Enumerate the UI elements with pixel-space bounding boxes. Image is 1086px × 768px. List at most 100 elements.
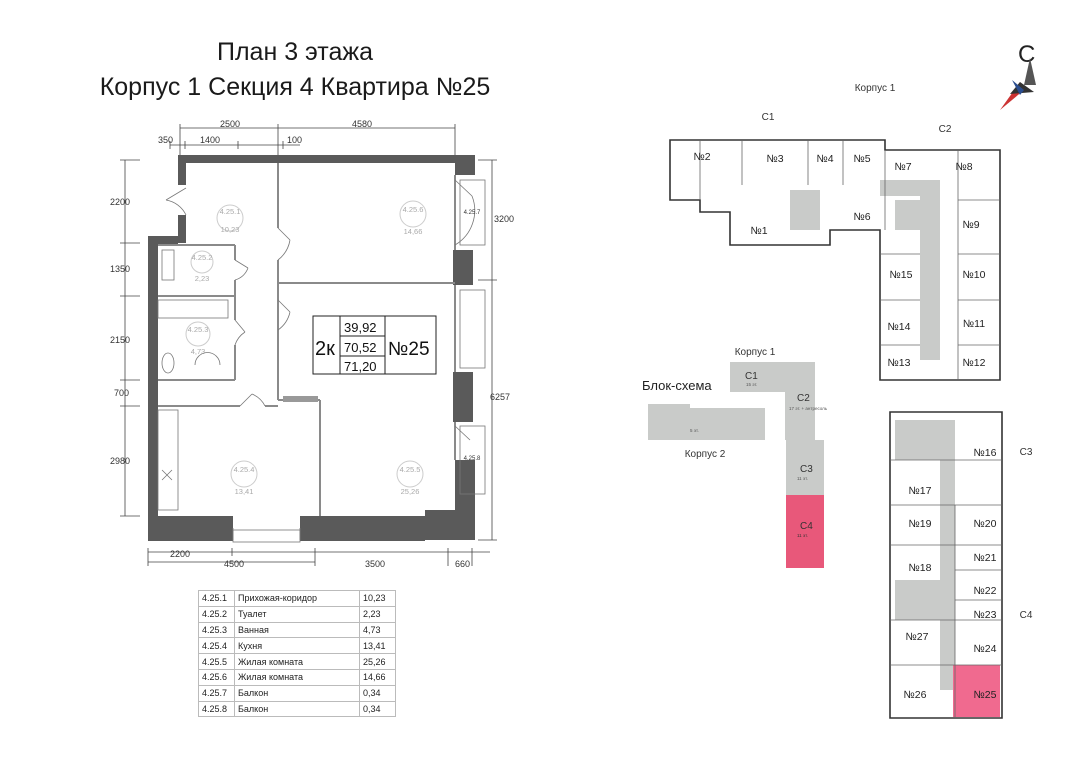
apt-number: №16 <box>974 447 997 459</box>
badge-full-area: 71,20 <box>344 359 377 374</box>
overview-corridor <box>940 420 955 690</box>
badge-total-area: 70,52 <box>344 340 377 355</box>
dim-label: 100 <box>287 135 302 145</box>
overview-corridor <box>880 180 940 196</box>
block-korpus2 <box>648 404 765 440</box>
dimension-lines <box>120 124 497 566</box>
room-tag-4-25-3: 4.25.34,73 <box>185 321 211 356</box>
legend-code: 4.25.3 <box>198 621 235 639</box>
legend-area: 0,34 <box>359 700 396 718</box>
dim-label: 2500 <box>220 119 240 129</box>
legend-name: Балкон <box>234 684 360 702</box>
compass-icon: С <box>1000 41 1036 110</box>
block-scheme: Корпус 1 Блок-схема Корпус 2 C1 15 эт. C… <box>642 347 828 568</box>
room-tag-4-25-4: 4.25.413,41 <box>230 460 258 496</box>
apt-number: №25 <box>974 689 997 701</box>
bathtub <box>157 299 229 319</box>
scheme-c2-label: C2 <box>797 393 810 404</box>
legend-area: 4,73 <box>359 621 396 639</box>
legend-code: 4.25.4 <box>198 637 235 655</box>
walls <box>148 155 475 541</box>
doors <box>165 179 486 543</box>
fixtures <box>157 249 229 511</box>
room-tag-4-25-7: 4.25.7 <box>464 210 481 216</box>
room-tag-4-25-5: 4.25.525,26 <box>396 460 424 496</box>
plan-title: План 3 этажа <box>217 38 373 66</box>
apt-number: №21 <box>974 552 997 564</box>
apt-number: №6 <box>853 211 870 223</box>
overview-section-c2: C2 <box>939 124 952 135</box>
scheme-korpus2: Корпус 2 <box>685 449 726 460</box>
dim-label: 3200 <box>494 214 514 224</box>
apt-number: №24 <box>974 643 997 655</box>
scheme-c3-label: C3 <box>800 464 813 475</box>
legend-area: 10,23 <box>359 590 396 607</box>
svg-text:10,23: 10,23 <box>221 225 240 234</box>
apt-number: №13 <box>888 357 911 369</box>
legend-area: 13,41 <box>359 637 396 655</box>
threshold <box>283 396 318 402</box>
scheme-title: Блок-схема <box>642 378 712 393</box>
scheme-c1-label: C1 <box>745 371 758 382</box>
legend-area: 2,23 <box>359 605 396 623</box>
partitions <box>158 163 456 516</box>
scheme-c4-floors: 11 эт. <box>797 533 808 538</box>
svg-text:С: С <box>1018 41 1035 68</box>
apt-number: №10 <box>963 269 986 281</box>
svg-text:4.25.7: 4.25.7 <box>464 210 481 216</box>
legend-name: Жилая комната <box>234 653 360 670</box>
apt-number: №22 <box>974 585 997 597</box>
dim-label: 4500 <box>224 559 244 569</box>
overview-stair <box>790 190 820 230</box>
overview-stair <box>895 420 945 460</box>
legend-name: Туалет <box>234 605 360 623</box>
apt-number: №19 <box>909 518 932 530</box>
block-c1 <box>730 362 785 392</box>
legend-code: 4.25.8 <box>198 700 235 718</box>
svg-text:4.25.6: 4.25.6 <box>403 205 424 214</box>
toilet-fixture <box>161 249 175 281</box>
badge-living-area: 39,92 <box>344 320 377 335</box>
legend-name: Жилая комната <box>234 668 360 686</box>
legend-code: 4.25.2 <box>198 605 235 623</box>
room-tag-4-25-2: 4.25.2 2,23 <box>190 250 214 283</box>
apt-number: №27 <box>906 631 929 643</box>
apartment-badge: 2к 39,92 70,52 71,20 №25 <box>312 315 437 375</box>
block-c3 <box>786 440 824 495</box>
dim-label: 1400 <box>200 135 220 145</box>
apt-number: №8 <box>955 161 972 173</box>
block-c2 <box>785 362 815 440</box>
room-tags: 4.25.110,23 4.25.2 2,23 4.25.34,73 4.25.4… <box>185 200 481 496</box>
svg-text:4,73: 4,73 <box>191 347 206 356</box>
overview-korpus: Корпус 1 <box>855 83 896 94</box>
legend-area: 0,34 <box>359 684 396 702</box>
room-tag-4-25-6: 4.25.614,66 <box>399 200 427 236</box>
room-tag-4-25-1: 4.25.110,23 <box>216 204 244 234</box>
legend-code: 4.25.7 <box>198 684 235 702</box>
dim-label: 660 <box>455 559 470 569</box>
dim-label: 2200 <box>170 549 190 559</box>
svg-text:4.25.2: 4.25.2 <box>192 253 213 262</box>
dim-label: 700 <box>114 388 129 398</box>
apt-number: №11 <box>963 318 985 330</box>
toilet-bowl <box>161 352 175 374</box>
legend-code: 4.25.1 <box>198 590 235 607</box>
apt-number: №18 <box>909 562 932 574</box>
svg-text:25,26: 25,26 <box>401 487 420 496</box>
dim-label: 2150 <box>110 335 130 345</box>
svg-text:4.25.8: 4.25.8 <box>464 456 481 462</box>
scheme-korpus1: Корпус 1 <box>735 347 776 358</box>
apt-number: №7 <box>894 161 911 173</box>
apt-number: №20 <box>974 518 997 530</box>
legend-area: 14,66 <box>359 668 396 686</box>
svg-text:2,23: 2,23 <box>195 274 210 283</box>
apt-number: №12 <box>963 357 986 369</box>
